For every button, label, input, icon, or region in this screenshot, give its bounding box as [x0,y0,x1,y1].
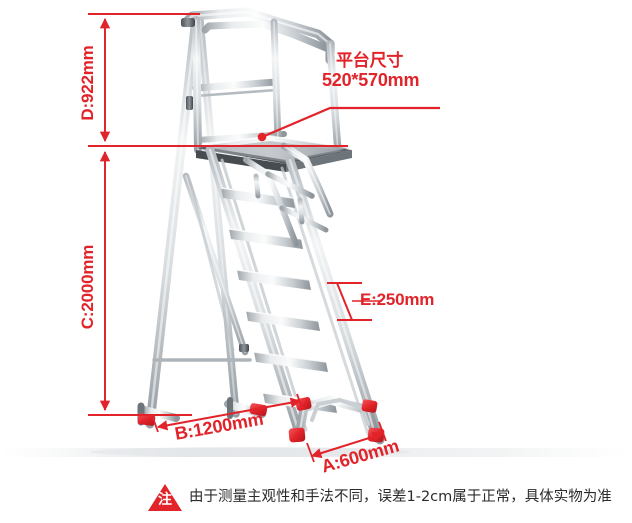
footnote: 注 由于测量主观性和手法不同，误差1-2cm属于正常，具体实物为准 [148,484,628,511]
callout-value-platform: 520*570mm [322,70,420,90]
footnote-badge-text: 注 [158,492,172,508]
footnote-text: 由于测量主观性和手法不同，误差1-2cm属于正常，具体实物为准 [189,489,612,505]
dim-label-E: E:250mm [360,290,435,309]
dim-label-D: D:922mm [78,45,97,121]
callout-title-platform: 平台尺寸 [336,51,404,71]
dim-label-C: C:2000mm [78,244,97,330]
triangle-shape [148,484,182,511]
warning-triangle-icon: 注 [148,484,182,511]
